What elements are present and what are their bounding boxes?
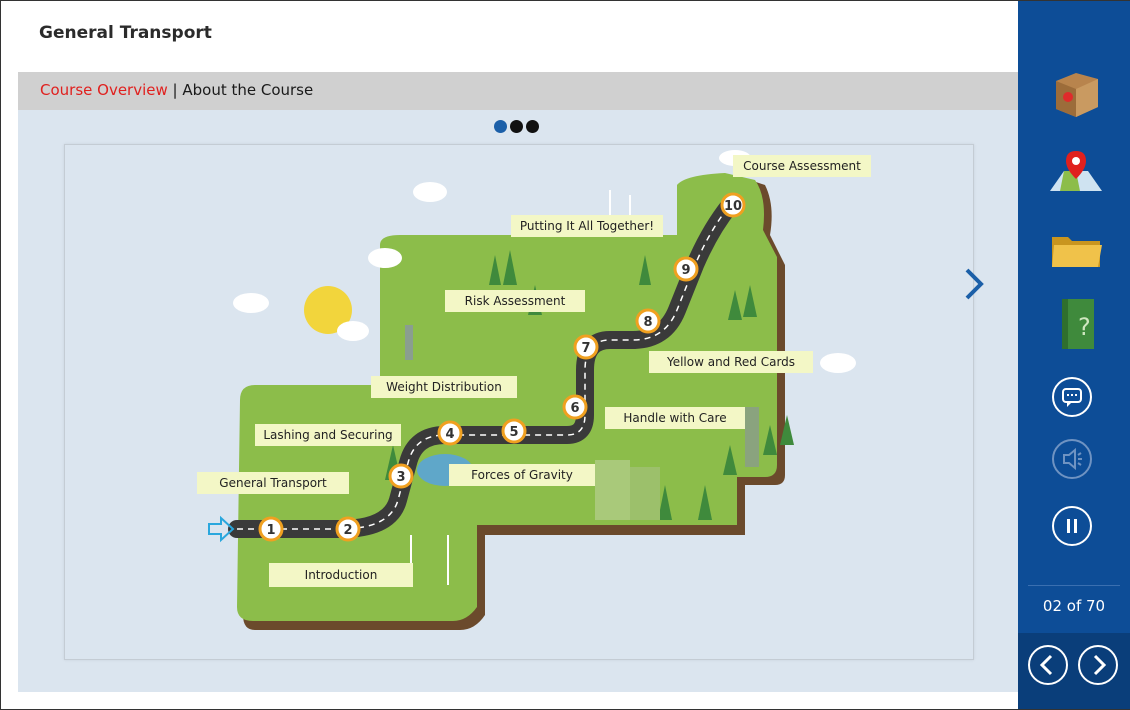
step-label-card (649, 351, 813, 373)
speaker-icon (1063, 447, 1082, 471)
step-label-text: General Transport (219, 476, 327, 490)
course-title: General Transport (39, 23, 212, 43)
step-marker-number: 2 (343, 523, 352, 538)
chat-icon (1062, 388, 1082, 407)
page-counter: 02 of 70 (1042, 597, 1106, 615)
step-label-text: Introduction (305, 568, 378, 582)
step-label-text: Handle with Care (623, 411, 726, 425)
step-label-card (371, 376, 517, 398)
step-marker-8[interactable]: 8 (635, 308, 661, 334)
step-label-7[interactable]: Risk Assessment (445, 290, 585, 312)
step-marker-ring (388, 463, 414, 489)
step-marker-ring (562, 394, 588, 420)
step-marker-9[interactable]: 9 (673, 256, 699, 282)
step-marker-ring (635, 308, 661, 334)
step-marker-ring (720, 192, 746, 218)
next-page-button[interactable] (1078, 645, 1118, 685)
sun (304, 286, 352, 334)
map-icon[interactable] (1046, 145, 1106, 201)
start-arrow-icon (208, 515, 235, 543)
step-label-text: Weight Distribution (386, 380, 502, 394)
step-marker-ring (573, 334, 599, 360)
step-label-text: Risk Assessment (465, 294, 566, 308)
pager-dot-1[interactable] (494, 120, 507, 133)
step-label-card (197, 472, 349, 494)
step-marker-number: 10 (724, 199, 742, 214)
breadcrumb-current[interactable]: Course Overview (40, 81, 168, 99)
pager-dot-2[interactable] (510, 120, 523, 133)
chevron-right-icon (1093, 654, 1107, 676)
step-label-4[interactable]: Forces of Gravity (449, 464, 595, 486)
pager-dots (494, 120, 539, 133)
pager-dot-3[interactable] (526, 120, 539, 133)
step-label-1[interactable]: Introduction (269, 563, 413, 587)
pause-icon (1067, 519, 1077, 533)
right-sidebar: ? 02 of 70 (1018, 1, 1130, 709)
chevron-left-icon (1039, 654, 1053, 676)
step-marker-number: 9 (681, 263, 690, 278)
step-label-card (255, 424, 401, 446)
step-marker-2[interactable]: 2 (335, 516, 361, 542)
step-label-text: Forces of Gravity (471, 468, 573, 482)
step-label-text: Lashing and Securing (263, 428, 392, 442)
step-label-text: Yellow and Red Cards (666, 355, 795, 369)
step-label-card (511, 215, 663, 237)
step-label-card (605, 407, 745, 429)
step-marker-7[interactable]: 7 (573, 334, 599, 360)
step-marker-10[interactable]: 10 (720, 192, 746, 218)
audio-button[interactable] (1052, 439, 1092, 479)
course-map: Introduction 1 General Transport 2 Lashing a… (64, 144, 974, 660)
box-icon[interactable] (1046, 63, 1106, 119)
step-label-9[interactable]: Putting It All Together! (511, 215, 663, 237)
slide-stage: Introduction 1 General Transport 2 Lashing a… (18, 110, 1018, 692)
step-label-2[interactable]: General Transport (197, 472, 349, 494)
step-marker-number: 1 (266, 523, 275, 538)
pause-button[interactable] (1052, 506, 1092, 546)
clouds (233, 150, 856, 373)
page-navigation (1018, 633, 1130, 709)
step-marker-number: 5 (509, 425, 518, 440)
course-map-illustration: Introduction 1 General Transport 2 Lashing a… (197, 150, 871, 630)
buildings (405, 325, 759, 520)
step-label-card (733, 155, 871, 177)
svg-text:?: ? (1078, 313, 1091, 341)
step-marker-ring (501, 418, 527, 444)
breadcrumb-section: About the Course (182, 81, 314, 99)
step-label-5[interactable]: Weight Distribution (371, 376, 517, 398)
step-marker-4[interactable]: 4 (437, 420, 463, 446)
previous-page-button[interactable] (1028, 645, 1068, 685)
step-marker-number: 7 (581, 341, 590, 356)
step-label-text: Course Assessment (743, 159, 861, 173)
step-label-8[interactable]: Yellow and Red Cards (649, 351, 813, 373)
step-marker-6[interactable]: 6 (562, 394, 588, 420)
step-label-3[interactable]: Lashing and Securing (255, 424, 401, 446)
step-label-card (449, 464, 595, 486)
step-marker-3[interactable]: 3 (388, 463, 414, 489)
step-label-text: Putting It All Together! (520, 219, 654, 233)
step-marker-number: 8 (643, 315, 652, 330)
breadcrumb-separator: | (167, 81, 183, 99)
folder-icon[interactable] (1046, 223, 1106, 279)
breadcrumb: Course Overview | About the Course (40, 81, 313, 99)
step-marker-ring (258, 516, 284, 542)
step-label-card (445, 290, 585, 312)
help-book-icon[interactable]: ? (1046, 297, 1106, 353)
step-label-card (269, 563, 413, 587)
transcript-button[interactable] (1052, 377, 1092, 417)
step-marker-ring (437, 420, 463, 446)
step-marker-number: 3 (396, 470, 405, 485)
next-slide-arrow-icon[interactable] (961, 267, 987, 301)
step-label-10[interactable]: Course Assessment (733, 155, 871, 177)
step-marker-1[interactable]: 1 (258, 516, 284, 542)
step-marker-number: 6 (570, 401, 579, 416)
breadcrumb-bar: Course Overview | About the Course (18, 72, 1018, 110)
step-marker-ring (673, 256, 699, 282)
step-marker-ring (335, 516, 361, 542)
step-marker-5[interactable]: 5 (501, 418, 527, 444)
sidebar-divider (1028, 585, 1120, 586)
step-marker-number: 4 (445, 427, 454, 442)
step-label-6[interactable]: Handle with Care (605, 407, 745, 429)
